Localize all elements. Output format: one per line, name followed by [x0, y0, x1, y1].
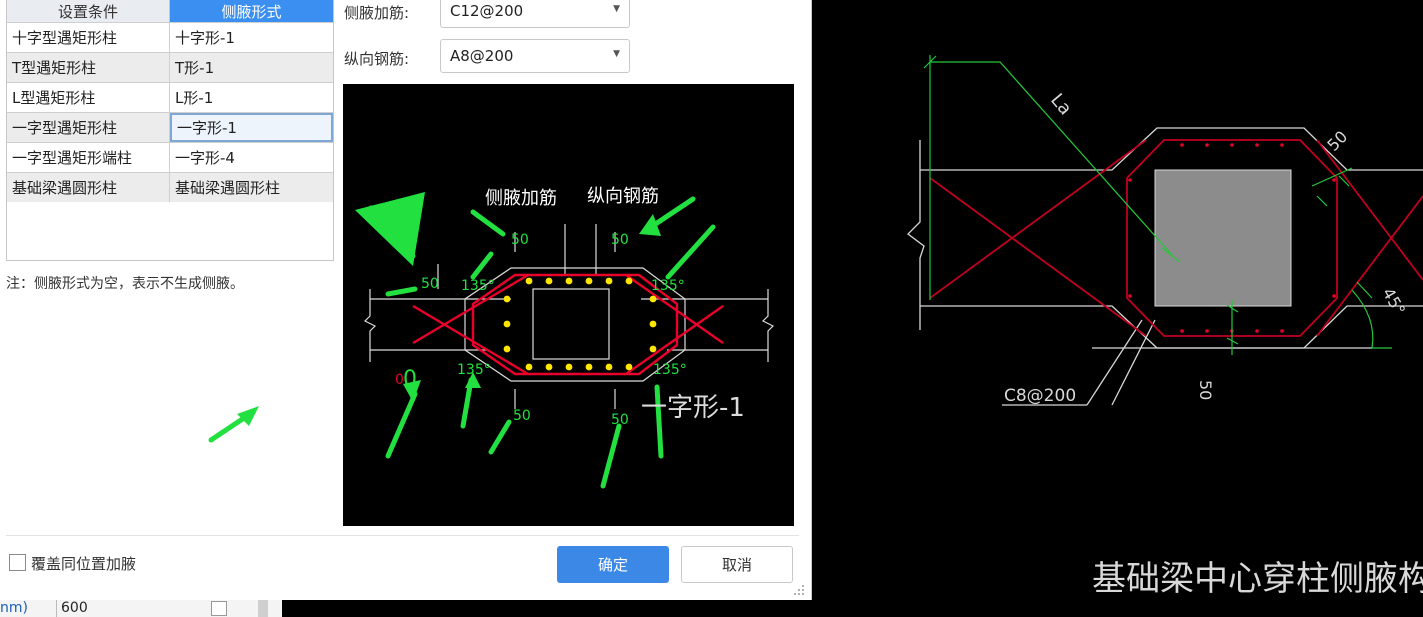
dim-left: 50: [421, 276, 439, 292]
side-rebar-select[interactable]: C12@200 ▼: [440, 0, 630, 28]
cad-stirrup-label: C8@200: [1004, 386, 1076, 406]
haunch-preview: 侧腋加筋 纵向钢筋 50 50 50 135° 135° 135° 135° 0…: [343, 84, 794, 526]
table-row[interactable]: 一字型遇矩形端柱 一字形-4: [7, 142, 333, 172]
long-rebar-value: A8@200: [450, 47, 514, 65]
cad-dim-bottom: 50: [1196, 380, 1215, 400]
side-rebar-value: C12@200: [450, 2, 524, 20]
header-condition[interactable]: 设置条件: [7, 0, 170, 22]
override-label[interactable]: 覆盖同位置加腋: [31, 555, 137, 573]
preview-drawing: 侧腋加筋 纵向钢筋 50 50 50 135° 135° 135° 135° 0…: [355, 186, 775, 489]
preview-side-rebar-label: 侧腋加筋: [485, 188, 557, 209]
annotation-arrow-dialog: [208, 406, 259, 443]
red-dim-zero: 0: [395, 372, 404, 388]
table-row[interactable]: 基础梁遇圆形柱 基础梁遇圆形柱: [7, 172, 333, 202]
haunch-settings-dialog: 设置条件 侧腋形式 十字型遇矩形柱 十字形-1 T型遇矩形柱 T形-1 L型遇矩…: [0, 0, 812, 600]
long-rebar-label: 纵向钢筋:: [344, 50, 410, 68]
cell-form[interactable]: L形-1: [175, 89, 214, 107]
underlying-button[interactable]: [211, 601, 227, 616]
preview-title: 一字形-1: [641, 393, 745, 423]
cell-condition[interactable]: L型遇矩形柱: [7, 83, 170, 112]
underlying-value[interactable]: 600: [56, 600, 190, 617]
underlying-label: nm): [0, 600, 28, 616]
annotation-arrows: [368, 196, 716, 489]
cell-condition[interactable]: 十字型遇矩形柱: [7, 23, 170, 52]
cell-form[interactable]: 十字形-1: [175, 29, 235, 47]
cad-angle: 45°: [1379, 285, 1410, 319]
override-checkbox[interactable]: [9, 554, 26, 571]
arrowhead-large: [355, 192, 425, 266]
angle-bottom-right: 135°: [653, 362, 687, 378]
side-rebar-label: 侧腋加筋:: [344, 4, 410, 22]
ok-button[interactable]: 确定: [557, 546, 669, 583]
footer-divider: [6, 535, 799, 536]
cad-svg: La 50 50 45° C8@200 基础梁中心穿柱侧腋构造: [907, 55, 1423, 599]
chevron-down-icon[interactable]: ▼: [613, 4, 620, 14]
chevron-down-icon[interactable]: ▼: [613, 49, 620, 59]
header-haunch-form[interactable]: 侧腋形式: [170, 0, 333, 22]
cell-form[interactable]: 一字形-4: [175, 149, 235, 167]
dim-bottom-left-0: 0: [403, 367, 417, 392]
cad-la-label: La: [1046, 90, 1076, 120]
cell-condition[interactable]: 一字型遇矩形柱: [7, 113, 170, 142]
condition-table: 设置条件 侧腋形式 十字型遇矩形柱 十字形-1 T型遇矩形柱 T形-1 L型遇矩…: [6, 0, 334, 261]
cad-detail-drawing: La 50 50 45° C8@200 基础梁中心穿柱侧腋构造: [812, 0, 1423, 617]
cell-condition[interactable]: 一字型遇矩形端柱: [7, 143, 170, 172]
table-row[interactable]: L型遇矩形柱 L形-1: [7, 82, 333, 112]
column-section: [1154, 169, 1292, 307]
angle-top-left: 135°: [461, 278, 495, 294]
cell-form[interactable]: 基础梁遇圆形柱: [175, 179, 281, 197]
dim-top-right: 50: [611, 232, 629, 248]
angle-top-right: 135°: [651, 278, 685, 294]
preview-long-rebar-label: 纵向钢筋: [587, 186, 659, 207]
cad-title: 基础梁中心穿柱侧腋构造: [1092, 559, 1423, 599]
table-row[interactable]: 十字型遇矩形柱 十字形-1: [7, 22, 333, 52]
table-row[interactable]: T型遇矩形柱 T形-1: [7, 52, 333, 82]
dim-top-left: 50: [511, 232, 529, 248]
dim-bottom-right: 50: [611, 412, 629, 428]
cell-condition[interactable]: 基础梁遇圆形柱: [7, 173, 170, 202]
angle-bottom-left: 135°: [457, 362, 491, 378]
cell-form-selected[interactable]: 一字形-1: [170, 113, 333, 142]
resize-grip-icon[interactable]: [793, 584, 805, 596]
rebar-dots: [503, 277, 657, 371]
dim-bottom-left: 50: [513, 408, 531, 424]
table-row-selected[interactable]: 一字型遇矩形柱 一字形-1: [7, 112, 333, 142]
cell-form[interactable]: T形-1: [175, 59, 215, 77]
cell-condition[interactable]: T型遇矩形柱: [7, 53, 170, 82]
underlying-scrollbar[interactable]: [258, 600, 268, 617]
table-header: 设置条件 侧腋形式: [7, 0, 333, 22]
cancel-button[interactable]: 取消: [681, 546, 793, 583]
empty-form-note: 注：侧腋形式为空，表示不生成侧腋。: [6, 276, 244, 292]
long-rebar-select[interactable]: A8@200 ▼: [440, 39, 630, 73]
